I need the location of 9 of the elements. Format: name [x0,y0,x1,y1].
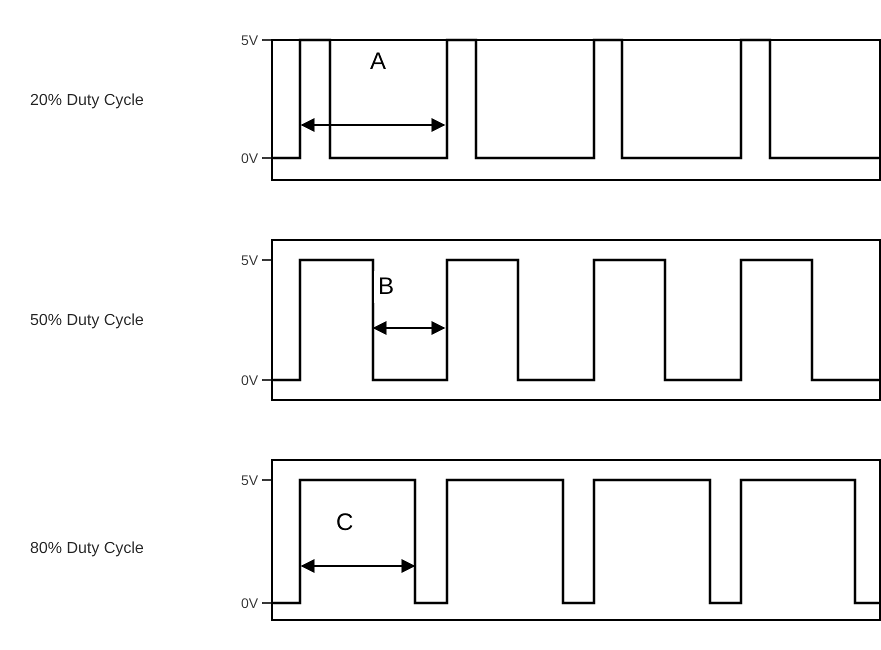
voltage-label: 0V [241,595,258,611]
duty-cycle-label: 20% Duty Cycle [30,92,144,110]
voltage-label: 5V [241,32,258,48]
voltage-label: 5V [241,472,258,488]
voltage-label: 5V [241,252,258,268]
duty-cycle-label: 80% Duty Cycle [30,540,144,558]
voltage-label: 0V [241,372,258,388]
voltage-label: 0V [241,150,258,166]
duty-cycle-label: 50% Duty Cycle [30,312,144,330]
